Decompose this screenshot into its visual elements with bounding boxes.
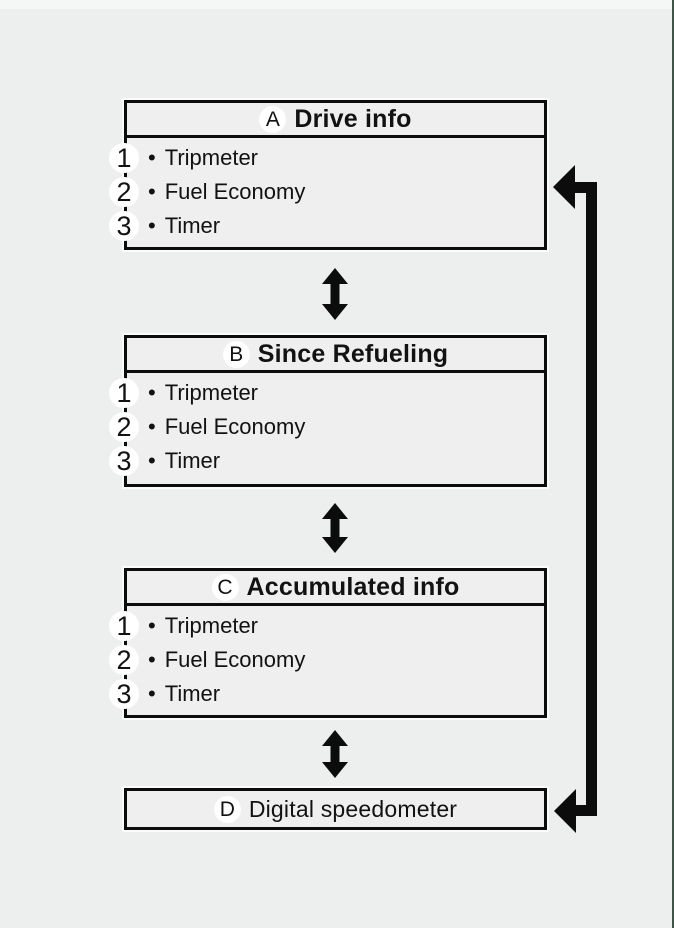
callout-badge-c: C	[211, 573, 239, 601]
callout-badge-d: D	[213, 795, 241, 823]
callout-badge-1: 1	[109, 378, 139, 408]
bullet-icon: •	[148, 179, 156, 204]
two-way-arrow-icon	[322, 503, 348, 553]
callout-badge-3: 3	[109, 446, 139, 476]
list-item-fuel-economy: 2 • Fuel Economy	[109, 410, 544, 444]
callout-badge-b: B	[222, 340, 250, 368]
callout-badge-1: 1	[109, 143, 139, 173]
mode-box-drive-info: A Drive info 1 • Tripmeter 2 • Fuel Econ…	[109, 100, 547, 250]
callout-badge-3: 3	[109, 211, 139, 241]
callout-badge-1: 1	[109, 611, 139, 641]
mode-title-digital-speedometer: Digital speedometer	[248, 795, 458, 822]
mode-header-drive-info: A Drive info	[127, 103, 544, 138]
bullet-icon: •	[148, 213, 156, 238]
bullet-icon: •	[148, 448, 156, 473]
mode-item-list: 1 • Tripmeter 2 • Fuel Economy 3 • Timer	[109, 138, 544, 243]
list-item-fuel-economy: 2 • Fuel Economy	[109, 643, 544, 677]
bullet-icon: •	[148, 414, 156, 439]
bullet-icon: •	[148, 647, 156, 672]
mode-header-accumulated-info: C Accumulated info	[127, 571, 544, 606]
item-label: Fuel Economy	[164, 647, 306, 672]
mode-title-accumulated-info: Accumulated info	[246, 572, 460, 601]
return-arrow-icon	[553, 165, 597, 833]
mode-header-since-refueling: B Since Refueling	[127, 338, 544, 373]
mode-header-digital-speedometer: D Digital speedometer	[127, 791, 544, 827]
two-way-arrow-icon	[322, 730, 348, 778]
item-label: Fuel Economy	[164, 179, 306, 204]
mode-title-drive-info: Drive info	[294, 104, 412, 133]
bullet-icon: •	[148, 613, 156, 638]
item-label: Tripmeter	[164, 613, 259, 638]
mode-box-digital-speedometer: D Digital speedometer	[124, 788, 547, 830]
list-item-timer: 3 • Timer	[109, 677, 544, 711]
mode-box-since-refueling: B Since Refueling 1 • Tripmeter 2 • Fuel…	[109, 335, 547, 487]
callout-badge-2: 2	[109, 645, 139, 675]
bullet-icon: •	[148, 145, 156, 170]
top-edge-highlight	[0, 0, 672, 9]
list-item-tripmeter: 1 • Tripmeter	[109, 141, 544, 175]
two-way-arrow-icon	[322, 268, 348, 320]
list-item-timer: 3 • Timer	[109, 209, 544, 243]
callout-badge-2: 2	[109, 412, 139, 442]
item-label: Timer	[164, 448, 221, 473]
item-label: Tripmeter	[164, 145, 259, 170]
list-item-tripmeter: 1 • Tripmeter	[109, 609, 544, 643]
item-label: Timer	[164, 213, 221, 238]
list-item-fuel-economy: 2 • Fuel Economy	[109, 175, 544, 209]
bullet-icon: •	[148, 380, 156, 405]
callout-badge-3: 3	[109, 679, 139, 709]
list-item-tripmeter: 1 • Tripmeter	[109, 376, 544, 410]
list-item-timer: 3 • Timer	[109, 444, 544, 478]
callout-badge-a: A	[259, 105, 287, 133]
mode-item-list: 1 • Tripmeter 2 • Fuel Economy 3 • Timer	[109, 606, 544, 711]
mode-title-since-refueling: Since Refueling	[257, 339, 449, 368]
mode-box-accumulated-info: C Accumulated info 1 • Tripmeter 2 • Fue…	[109, 568, 547, 718]
item-label: Timer	[164, 681, 221, 706]
mode-item-list: 1 • Tripmeter 2 • Fuel Economy 3 • Timer	[109, 373, 544, 478]
bullet-icon: •	[148, 681, 156, 706]
item-label: Fuel Economy	[164, 414, 306, 439]
callout-badge-2: 2	[109, 177, 139, 207]
item-label: Tripmeter	[164, 380, 259, 405]
